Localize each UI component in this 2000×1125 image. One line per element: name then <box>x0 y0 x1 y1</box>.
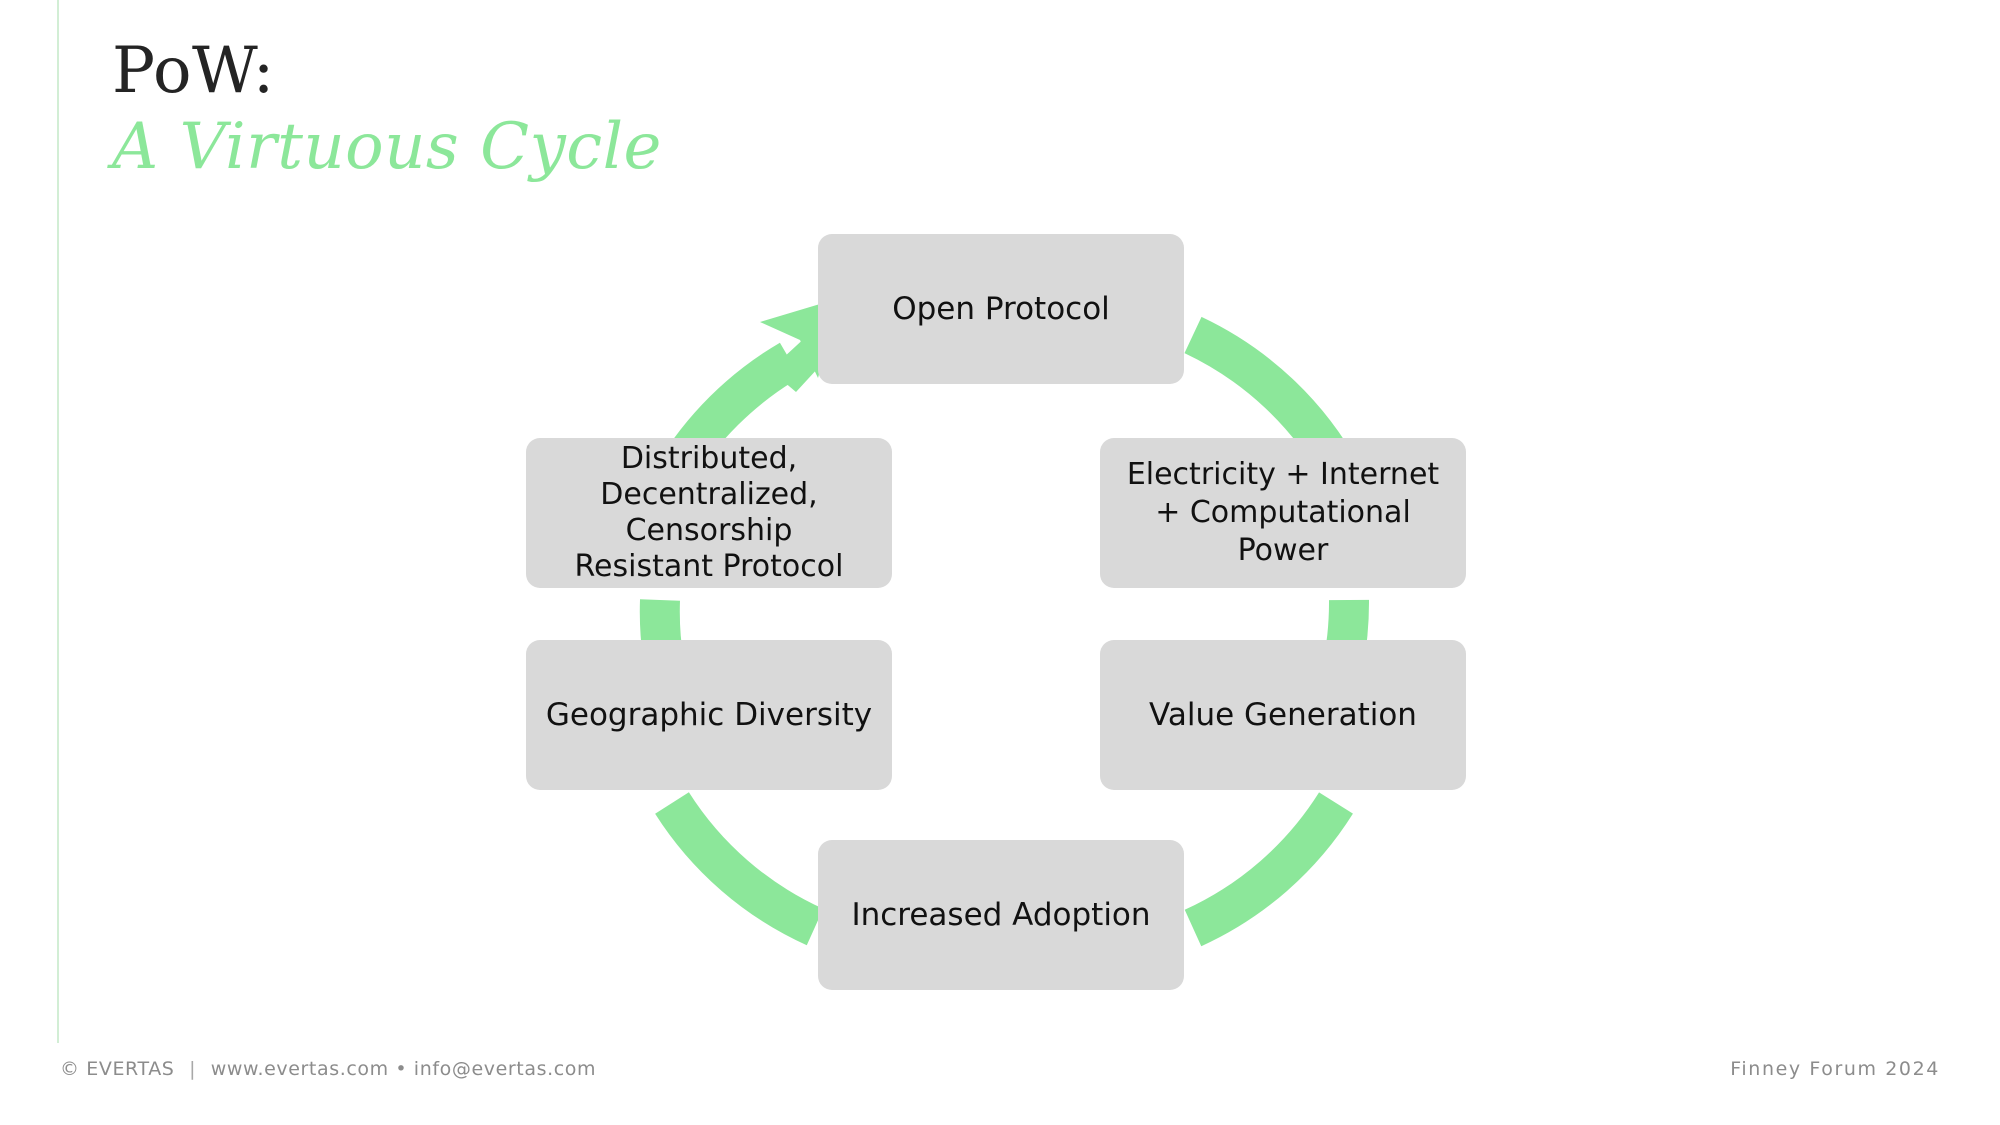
arc-adoption-to-geographic <box>655 792 824 946</box>
virtuous-cycle-diagram: Open Protocol Electricity + Internet + C… <box>470 200 1540 1060</box>
cycle-node-label: Electricity + Internet + Computational P… <box>1126 457 1440 568</box>
arc-value-to-adoption <box>1184 792 1353 947</box>
cycle-node-value-generation[interactable]: Value Generation <box>1100 640 1466 790</box>
footer-separator: | <box>189 1058 197 1080</box>
title-primary: PoW: <box>112 34 275 108</box>
cycle-node-increased-adoption[interactable]: Increased Adoption <box>818 840 1184 990</box>
cycle-node-geographic-diversity[interactable]: Geographic Diversity <box>526 640 892 790</box>
cycle-node-label: Increased Adoption <box>851 897 1151 933</box>
cycle-node-open-protocol[interactable]: Open Protocol <box>818 234 1184 384</box>
cycle-node-electricity[interactable]: Electricity + Internet + Computational P… <box>1100 438 1466 588</box>
title-subtitle: A Virtuous Cycle <box>112 110 662 184</box>
slide-footer: © EVERTAS | www.evertas.com • info@evert… <box>0 1058 2000 1098</box>
footer-links[interactable]: www.evertas.com • info@evertas.com <box>210 1058 597 1080</box>
cycle-node-distributed-protocol[interactable]: Distributed, Decentralized, Censorship R… <box>526 438 892 588</box>
footer-event-label: Finney Forum 2024 <box>1730 1058 1940 1080</box>
cycle-node-label: Open Protocol <box>892 291 1110 327</box>
cycle-node-label: Value Generation <box>1149 697 1417 733</box>
cycle-node-label: Geographic Diversity <box>545 697 873 733</box>
cycle-node-label: Distributed, Decentralized, Censorship R… <box>574 441 844 584</box>
footer-copyright: © EVERTAS <box>60 1058 175 1080</box>
left-accent-rule <box>57 0 59 1043</box>
page-title: PoW: A Virtuous Cycle <box>112 34 1012 186</box>
footer-left-group: © EVERTAS | www.evertas.com • info@evert… <box>60 1058 596 1080</box>
